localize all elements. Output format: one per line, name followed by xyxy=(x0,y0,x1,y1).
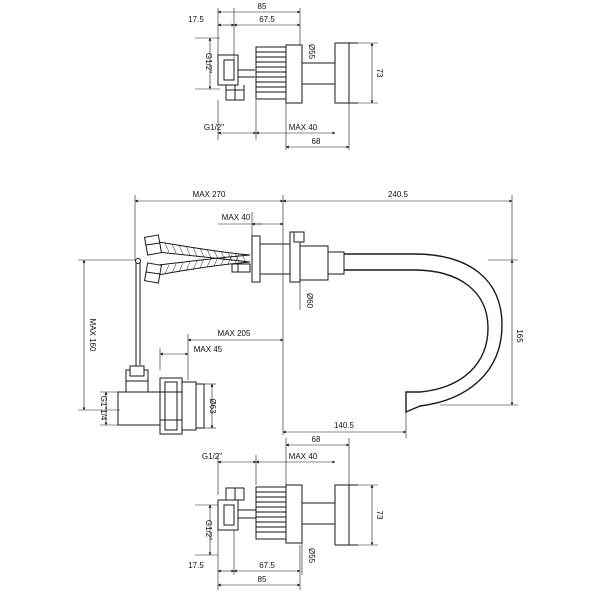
top-dim-diameter: Ø55 xyxy=(307,44,316,60)
side-dim-max-total: MAX 270 xyxy=(193,190,226,199)
top-thread-bottom: G1/2" xyxy=(204,123,224,132)
top-dim-max-depth: MAX 40 xyxy=(289,123,318,132)
side-dim-spout-length: 240.5 xyxy=(388,190,409,199)
side-dim-spout-base: Ø60 xyxy=(305,293,314,309)
side-dim-max-drain-body: MAX 45 xyxy=(194,345,223,354)
bottom-dim-height: 73 xyxy=(375,511,384,520)
bottom-dim-plate-width: 68 xyxy=(312,435,321,444)
bottom-dim-max-depth: MAX 40 xyxy=(289,452,318,461)
flexible-hoses xyxy=(143,234,251,284)
top-dim-middle: 67.5 xyxy=(259,15,275,24)
side-view: MAX 270 240.5 MAX 40 MAX 160 xyxy=(78,190,524,438)
side-dim-max-height: MAX 160 xyxy=(88,319,97,352)
side-dim-drain-thread: G1"1/4 xyxy=(99,396,108,421)
bottom-dim-left: 17.5 xyxy=(188,561,204,570)
side-dim-max-depth: MAX 40 xyxy=(222,213,251,222)
top-dim-overall: 85 xyxy=(258,2,267,11)
top-thread-top: G1/2" xyxy=(204,53,213,73)
bottom-thread-bottom: G1/2" xyxy=(204,520,213,540)
drain-assembly xyxy=(117,365,205,435)
bottom-dim-overall: 85 xyxy=(258,575,267,584)
bottom-dim-diameter: Ø55 xyxy=(307,548,316,564)
bottom-thread-top: G1/2" xyxy=(202,452,222,461)
side-dim-max-drain: MAX 205 xyxy=(218,329,251,338)
top-dim-left: 17.5 xyxy=(188,15,204,24)
bottom-dim-middle: 67.5 xyxy=(259,561,275,570)
side-dim-drain-diameter: Ø63 xyxy=(208,398,217,414)
top-dim-plate-width: 68 xyxy=(312,137,321,146)
top-dim-height: 73 xyxy=(375,69,384,78)
side-dim-spout-reach: 140.5 xyxy=(334,421,355,430)
bottom-view: 68 G1/2" MAX 40 xyxy=(188,435,384,590)
side-dim-spout-height: 165 xyxy=(515,329,524,343)
top-view: 85 17.5 67.5 G1/2" xyxy=(188,2,384,150)
spout xyxy=(344,253,503,414)
